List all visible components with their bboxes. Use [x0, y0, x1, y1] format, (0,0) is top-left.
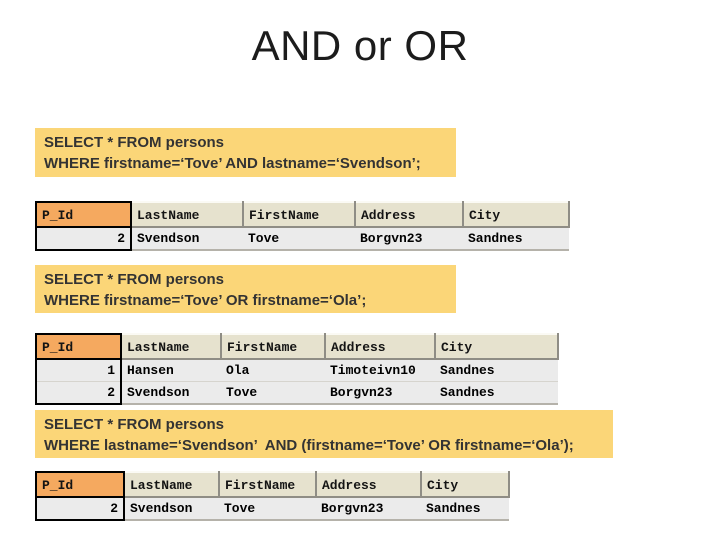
- column-header-city: City: [434, 333, 559, 360]
- sql-query-box-and: SELECT * FROM persons WHERE firstname=‘T…: [35, 128, 456, 177]
- table-cell: Svendson: [124, 497, 219, 521]
- table-cell: Sandnes: [435, 359, 558, 382]
- table-cell: Svendson: [121, 381, 221, 405]
- table-cell: Tove: [243, 227, 355, 251]
- column-header-firstname: FirstName: [242, 201, 356, 228]
- sql-line: SELECT * FROM persons: [44, 134, 225, 151]
- table-cell: Timoteivn10: [325, 359, 435, 382]
- column-header-city: City: [462, 201, 570, 228]
- column-header-lastname: LastName: [130, 201, 244, 228]
- sql-query-box-or: SELECT * FROM persons WHERE firstname=‘T…: [35, 265, 456, 313]
- table-cell: Ola: [221, 359, 325, 382]
- column-header-firstname: FirstName: [218, 471, 317, 498]
- table-cell: Svendson: [131, 227, 243, 251]
- table-cell: Hansen: [121, 359, 221, 382]
- sql-line: SELECT * FROM persons: [44, 416, 225, 433]
- sql-line: SELECT * FROM persons: [44, 271, 225, 288]
- column-header-lastname: LastName: [120, 333, 222, 360]
- column-header-p_id: P_Id: [35, 333, 122, 360]
- column-header-p_id: P_Id: [35, 201, 132, 228]
- column-header-p_id: P_Id: [35, 471, 125, 498]
- table-cell: Borgvn23: [355, 227, 463, 251]
- table-cell: 2: [35, 497, 125, 521]
- column-header-address: Address: [324, 333, 436, 360]
- table-cell: 2: [35, 227, 132, 251]
- sql-line: WHERE firstname=‘Tove’ AND lastname=‘Sve…: [44, 155, 421, 172]
- table-cell: Sandnes: [463, 227, 569, 251]
- table-cell: Sandnes: [421, 497, 509, 521]
- sql-line: WHERE firstname=‘Tove’ OR firstname=‘Ola…: [44, 292, 367, 309]
- table-cell: 2: [35, 381, 122, 405]
- sql-query-box-and-or: SELECT * FROM persons WHERE lastname=‘Sv…: [35, 410, 613, 458]
- table-cell: Borgvn23: [325, 381, 435, 405]
- column-header-city: City: [420, 471, 510, 498]
- sql-line: WHERE lastname=‘Svendson’ AND (firstname…: [44, 437, 574, 454]
- table-cell: Tove: [221, 381, 325, 405]
- column-header-firstname: FirstName: [220, 333, 326, 360]
- table-cell: Sandnes: [435, 381, 558, 405]
- table-cell: Tove: [219, 497, 316, 521]
- column-header-address: Address: [315, 471, 422, 498]
- column-header-lastname: LastName: [123, 471, 220, 498]
- column-header-address: Address: [354, 201, 464, 228]
- table-cell: Borgvn23: [316, 497, 421, 521]
- page-title: AND or OR: [251, 22, 469, 69]
- table-cell: 1: [35, 359, 122, 382]
